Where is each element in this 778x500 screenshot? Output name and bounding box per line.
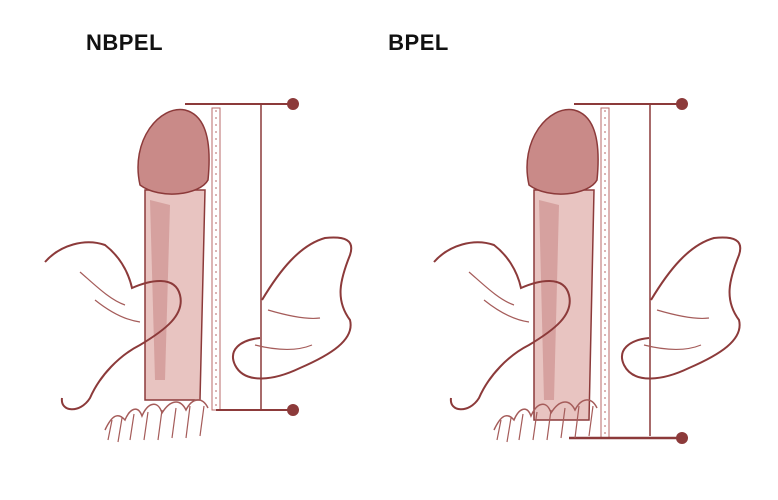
pubic-hair: [104, 399, 209, 443]
bottom-marker: [216, 404, 299, 416]
top-marker: [574, 98, 688, 110]
panel-nbpel: NBPEL: [44, 30, 353, 443]
panel-bpel: BPEL: [388, 0, 778, 500]
illustration-nbpel: [44, 98, 353, 443]
panel-title-nbpel: NBPEL: [85, 30, 164, 55]
glans: [526, 108, 599, 195]
glans: [137, 108, 210, 195]
left-hand: [433, 241, 571, 411]
right-hand: [621, 236, 742, 380]
top-marker: [185, 98, 299, 110]
left-hand: [44, 241, 182, 411]
ruler: [600, 104, 651, 439]
shaft: [533, 189, 595, 421]
ruler: [211, 104, 262, 411]
shaft: [144, 189, 206, 401]
illustration-bpel: [433, 98, 742, 444]
pubic-hair: [493, 399, 598, 443]
right-hand: [232, 236, 353, 380]
panel-title-bpel: BPEL: [388, 30, 449, 55]
bottom-marker: [569, 432, 688, 444]
